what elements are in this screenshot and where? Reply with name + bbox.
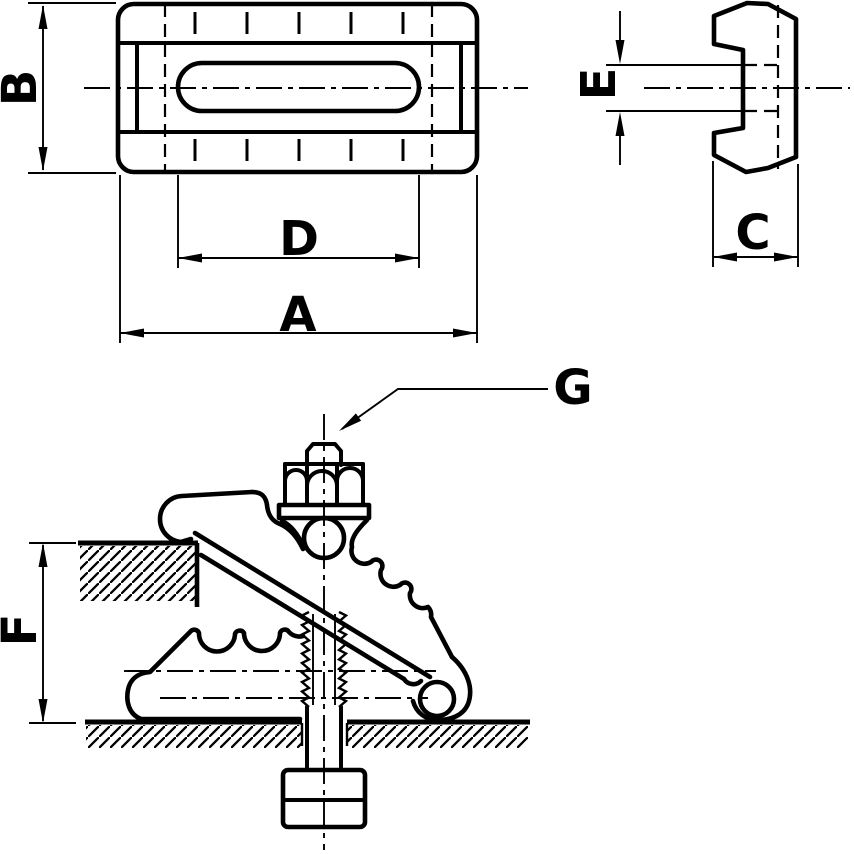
dim-label-f: F — [0, 614, 48, 647]
clamp-slot-outline — [175, 60, 422, 114]
arrowhead-up — [615, 112, 625, 136]
dimension-A — [119, 175, 478, 343]
clamp-bar-slot-end-cap — [401, 676, 424, 687]
dimension-D — [177, 175, 420, 268]
stud-tip-outline — [305, 442, 343, 467]
table-hatching-right — [348, 725, 528, 748]
clamp-bar-underside-edge — [192, 530, 433, 680]
ball-seat-left-edge — [279, 518, 307, 551]
arrowhead-left — [178, 253, 202, 263]
dimension-B — [28, 2, 116, 174]
stud-thread-right-edge — [336, 610, 349, 708]
dim-label-e: E — [571, 68, 627, 101]
top-view — [84, 1, 528, 175]
arrowhead-up — [38, 5, 48, 29]
arrowhead-down — [38, 147, 48, 171]
dim-label-b: B — [0, 70, 48, 107]
dim-label-a: A — [279, 287, 316, 343]
dim-label-d: D — [279, 211, 319, 267]
clamp-bar-rear-contour — [454, 660, 471, 712]
arrowhead-down — [38, 699, 48, 723]
end-profile-outline — [711, 0, 799, 175]
nut-chamfer-arc-left — [283, 468, 309, 483]
arrowhead-up — [38, 543, 48, 567]
assembly-view — [78, 414, 530, 850]
dim-label-g: G — [553, 360, 592, 416]
arrowhead-left — [120, 328, 144, 338]
dimension-C — [712, 161, 799, 267]
end-view — [644, 0, 850, 175]
arrowhead-right — [453, 328, 477, 338]
clamp-bar-nose — [157, 489, 255, 545]
clamp-bar-top-edge — [249, 489, 306, 552]
dim-label-c: C — [735, 205, 770, 261]
leader-arrowhead — [339, 413, 362, 431]
clamp-bar-serrated-edge — [349, 517, 455, 660]
table-hatching-left — [86, 725, 301, 748]
workpiece-hatching — [80, 546, 196, 601]
serration-tick-marks — [193, 12, 405, 161]
nut-chamfer-arc-right — [335, 466, 365, 483]
arrowhead-down — [615, 40, 625, 64]
nut-chamfer-arc-middle — [305, 469, 339, 488]
dimension-F — [29, 542, 76, 724]
clamp-bar-foot — [417, 679, 457, 719]
dimension-E — [606, 11, 744, 165]
leader-G — [339, 388, 548, 431]
leader-line — [341, 388, 548, 430]
arrowhead-right — [395, 253, 419, 263]
step-block-outline — [125, 627, 306, 722]
arrowhead-right — [774, 252, 798, 262]
arrowhead-left — [713, 252, 737, 262]
stud-thread-left-edge — [299, 610, 312, 708]
